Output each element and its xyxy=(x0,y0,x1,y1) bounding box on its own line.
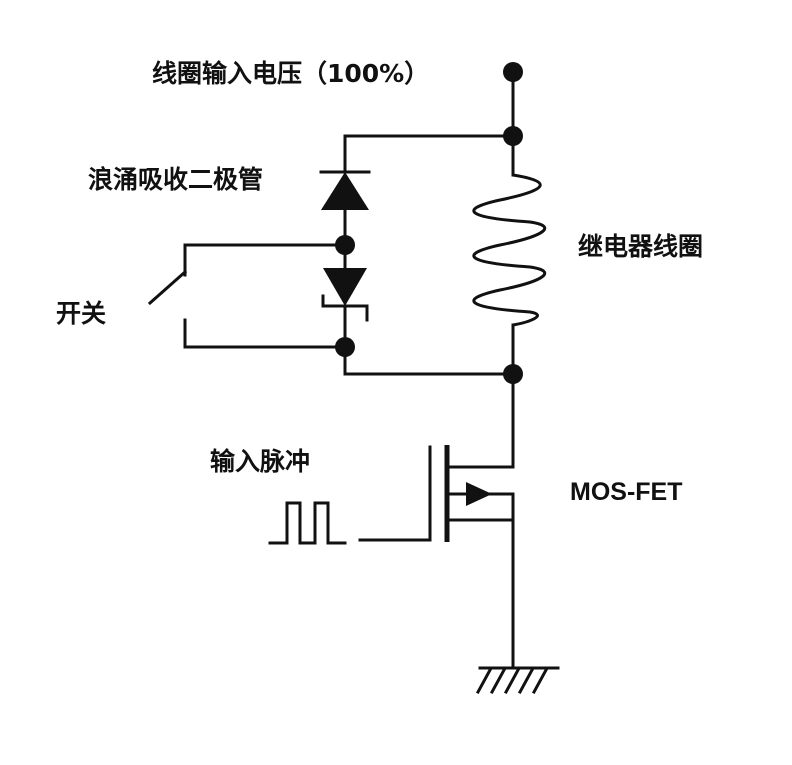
label-coil-input-voltage: 线圈输入电压（100%） xyxy=(152,59,429,88)
label-input-pulse: 输入脉冲 xyxy=(210,447,310,476)
label-mosfet: MOS-FET xyxy=(570,478,683,506)
surge-diode-branch xyxy=(319,134,515,376)
junction-dot-bottom xyxy=(503,364,523,384)
junction-dot-switch-top xyxy=(335,235,355,255)
label-relay-coil: 继电器线圈 xyxy=(578,232,703,261)
relay-coil xyxy=(472,173,546,327)
label-switch: 开关 xyxy=(56,299,106,328)
zener-diode xyxy=(323,268,367,306)
mosfet-arrow xyxy=(466,482,492,506)
surge-diode xyxy=(321,172,369,210)
junction-dot-top xyxy=(503,126,523,146)
supply-terminal-dot xyxy=(503,62,523,82)
input-pulse-waveform xyxy=(268,501,347,545)
mosfet xyxy=(358,372,515,670)
junction-dot-switch-bottom xyxy=(335,337,355,357)
switch xyxy=(147,243,347,349)
label-surge-diode: 浪涌吸收二极管 xyxy=(88,165,263,194)
ground-symbol xyxy=(475,666,560,695)
